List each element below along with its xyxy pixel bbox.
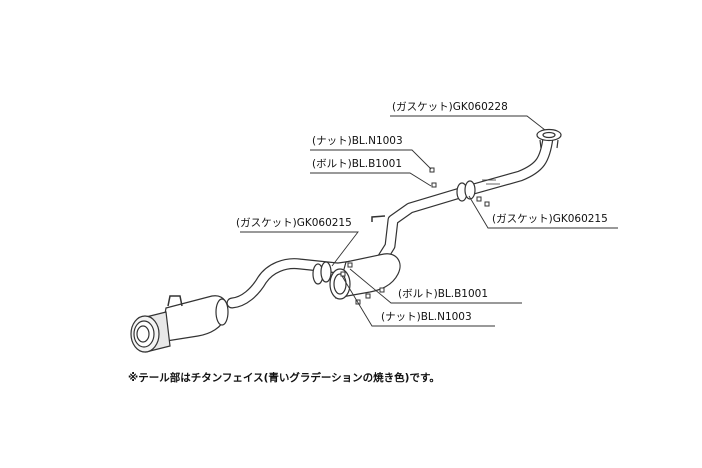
label-gasket-left: (ガスケット)GK060215 (236, 217, 352, 229)
front-flange (536, 128, 562, 149)
exhaust-pipe (226, 132, 554, 309)
upper-hardware (429, 167, 490, 207)
upper-flange-joint (456, 179, 500, 202)
hanger-rear (167, 295, 183, 307)
titanium-tail (130, 311, 171, 353)
label-gasket-right: (ガスケット)GK060215 (492, 213, 608, 225)
label-bolt-upper: (ボルト)BL.B1001 (312, 158, 403, 170)
mid-flange-joint (312, 261, 332, 285)
rear-muffler (159, 295, 229, 343)
label-gasket-top: (ガスケット)GK060228 (392, 101, 508, 113)
label-nut-upper: (ナット)BL.N1003 (312, 135, 403, 147)
label-bolt-lower: (ボルト)BL.B1001 (398, 288, 489, 300)
leader-lines (240, 115, 618, 327)
lower-hardware (340, 262, 385, 305)
titanium-tail-note: ※テール部はチタンフェイス(青いグラデーションの焼き色)です。 (128, 372, 440, 384)
label-nut-lower: (ナット)BL.N1003 (381, 311, 472, 323)
hanger-upper (371, 215, 386, 222)
